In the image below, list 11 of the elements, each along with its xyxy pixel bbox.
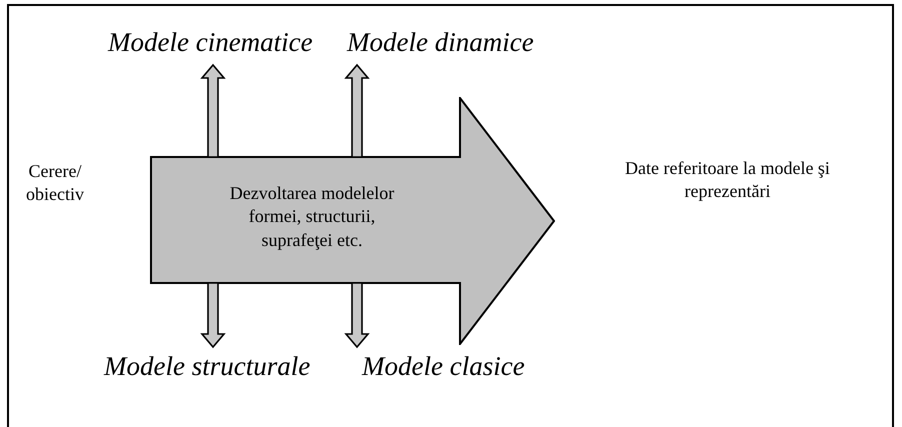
block-arrow (200, 282, 226, 348)
model-label: Modele cinematice (108, 26, 314, 59)
block-arrow (344, 282, 370, 348)
model-label: Modele clasice (362, 350, 526, 383)
block-arrow (200, 64, 226, 158)
block-arrow (344, 64, 370, 158)
text-label: Cerere/ obiectiv (25, 160, 85, 205)
text-label: Date referitoare la modele şi reprezentări (624, 157, 831, 202)
arrow-label: Dezvoltarea modelelor formei, structurii, suprafeţei etc. (228, 182, 396, 252)
model-label: Modele structurale (104, 350, 312, 383)
model-label: Modele dinamice (347, 26, 535, 59)
